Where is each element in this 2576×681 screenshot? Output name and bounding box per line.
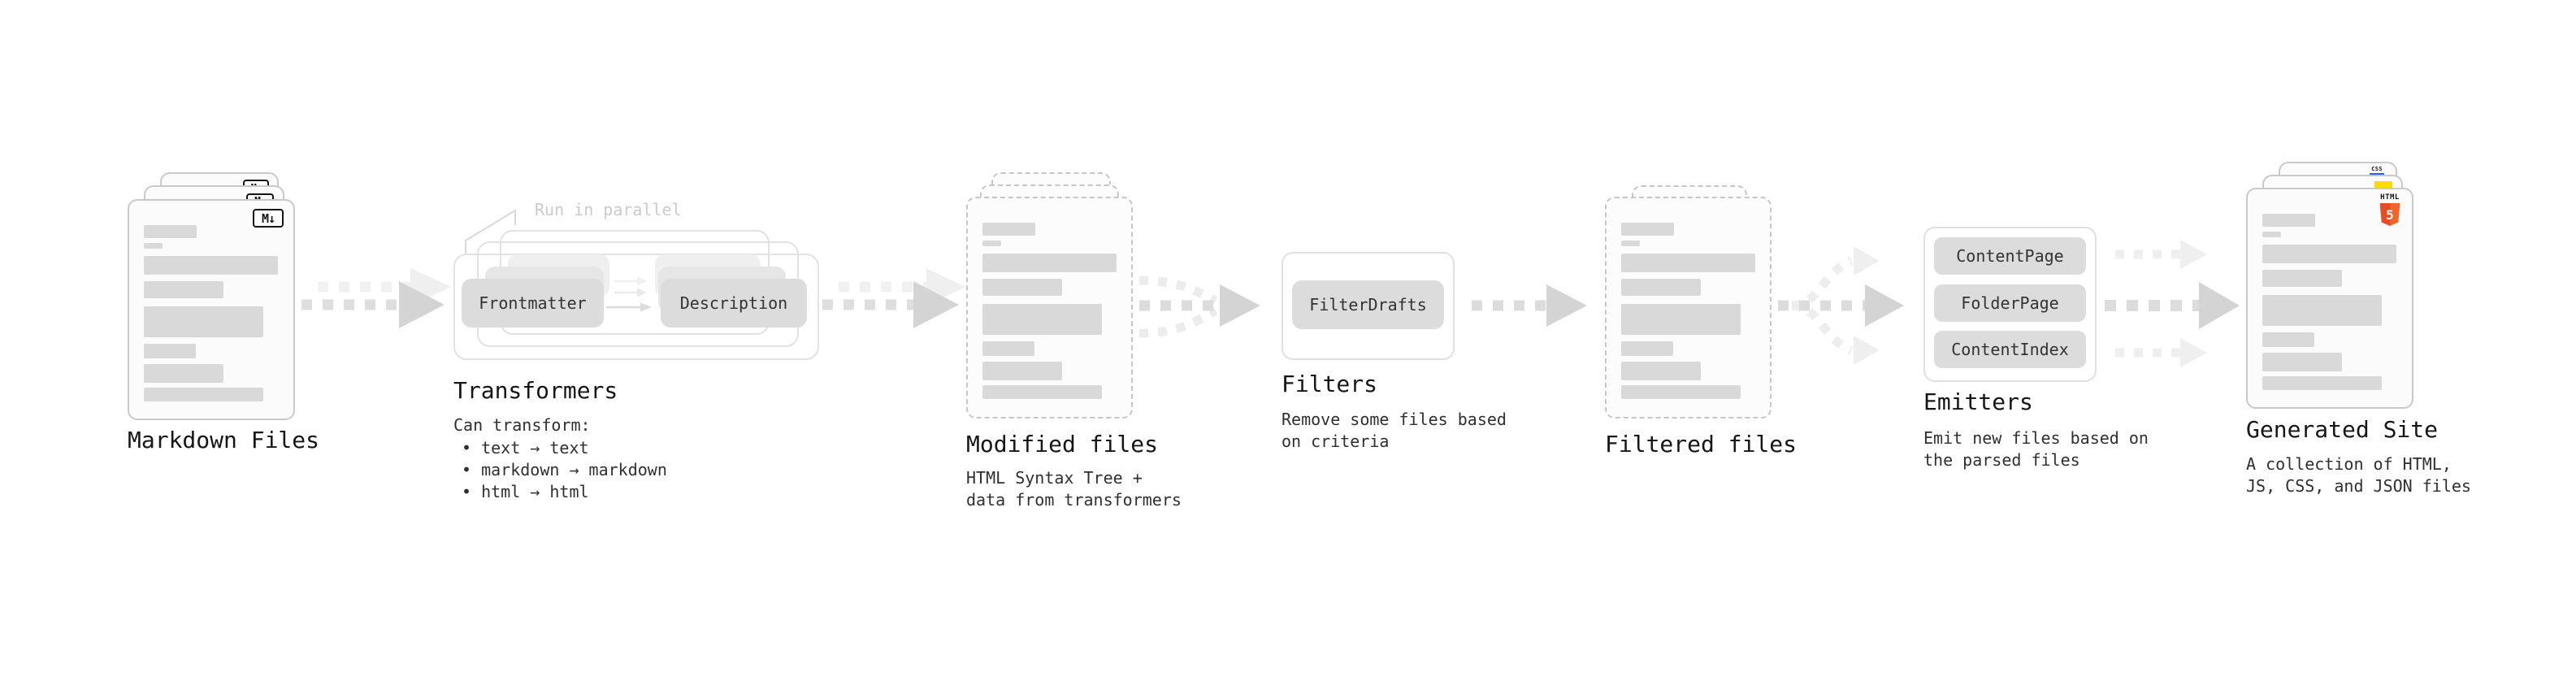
skeleton-line bbox=[1621, 341, 1673, 356]
skeleton-line bbox=[982, 241, 1001, 246]
transformers-bullet: • text → text bbox=[462, 438, 589, 458]
diverge-curve-bottom bbox=[1791, 301, 1854, 355]
arrow-filtered-to-emitters bbox=[1778, 246, 1904, 365]
filter-pill-filterdrafts: FilterDrafts bbox=[1292, 280, 1444, 329]
transformer-pill-frontmatter: Frontmatter bbox=[462, 279, 604, 327]
arrow-bottom bbox=[2115, 338, 2207, 367]
arrowhead bbox=[1854, 336, 1880, 365]
generated-site-subtitle: A collection of HTML, bbox=[2246, 454, 2452, 474]
arrowhead bbox=[399, 281, 445, 328]
skeleton-line bbox=[144, 256, 278, 275]
emitter-pill-contentindex: ContentIndex bbox=[1934, 331, 2086, 368]
skeleton-line bbox=[982, 254, 1117, 272]
stage-title-transformers: Transformers bbox=[453, 377, 618, 404]
arrowhead bbox=[1220, 284, 1260, 327]
arrow-emitters-to-site bbox=[2105, 240, 2240, 367]
skeleton-line bbox=[2262, 332, 2314, 347]
arrowhead bbox=[913, 281, 959, 328]
skeleton-line bbox=[2262, 214, 2315, 227]
filters-subtitle: Remove some files based bbox=[1281, 410, 1507, 429]
diverge-curve-top bbox=[1791, 256, 1854, 310]
parallel-note-leader-line bbox=[465, 209, 516, 254]
html5-icon: HTML 5 bbox=[2378, 194, 2402, 226]
skeleton-line bbox=[2262, 270, 2342, 287]
modified-document-front bbox=[966, 197, 1133, 419]
transformer-pill-description: Description bbox=[661, 279, 807, 327]
generated-site-subtitle: JS, CSS, and JSON files bbox=[2246, 476, 2471, 496]
markdown-document-front: M↓ bbox=[128, 199, 295, 420]
skeleton-line bbox=[1621, 223, 1674, 236]
stage-title-filters: Filters bbox=[1281, 371, 1378, 397]
skeleton-line bbox=[1621, 304, 1741, 335]
converge-curve-top bbox=[1138, 275, 1218, 305]
arrowhead bbox=[2180, 338, 2207, 367]
mini-arrow bbox=[614, 276, 647, 286]
html5-shield: 5 bbox=[2379, 203, 2400, 226]
skeleton-line bbox=[1621, 362, 1701, 380]
skeleton-line bbox=[982, 362, 1062, 380]
arrow-markdown-to-transformers bbox=[301, 268, 451, 328]
parallel-note: Run in parallel bbox=[535, 200, 682, 219]
parallel-mini-arrows bbox=[606, 276, 652, 312]
arrowhead bbox=[1865, 284, 1904, 327]
skeleton-line bbox=[982, 223, 1035, 236]
skeleton-line bbox=[1621, 254, 1755, 272]
skeleton-line bbox=[2262, 245, 2396, 263]
stage-title-markdown-files: Markdown Files bbox=[128, 427, 320, 453]
skeleton-line bbox=[2262, 376, 2382, 390]
skeleton-line bbox=[144, 306, 263, 337]
arrow-modified-to-filters bbox=[1138, 275, 1260, 338]
skeleton-line bbox=[2262, 232, 2281, 237]
arrow-transformers-to-modified bbox=[822, 268, 965, 328]
skeleton-line bbox=[1621, 279, 1701, 296]
arrowhead bbox=[1854, 246, 1880, 275]
emitters-subtitle: the parsed files bbox=[1923, 450, 2080, 470]
arrow-layer-front bbox=[301, 281, 445, 328]
transformers-outline-front bbox=[453, 254, 819, 360]
transformers-bullet: • html → html bbox=[462, 482, 589, 501]
stage-title-filtered-files: Filtered files bbox=[1605, 431, 1798, 458]
skeleton-line bbox=[982, 304, 1102, 335]
skeleton-line bbox=[144, 243, 163, 249]
arrow-top bbox=[2115, 240, 2207, 269]
skeleton-line bbox=[144, 344, 196, 358]
modified-files-subtitle: HTML Syntax Tree + bbox=[966, 468, 1143, 488]
stage-title-emitters: Emitters bbox=[1923, 388, 2033, 415]
skeleton-line bbox=[2262, 295, 2382, 326]
markdown-icon: M↓ bbox=[253, 209, 284, 228]
site-document-html: HTML 5 bbox=[2246, 188, 2413, 409]
emitters-subtitle: Emit new files based on bbox=[1923, 428, 2149, 448]
stage-title-modified-files: Modified files bbox=[966, 431, 1159, 458]
arrow-layer-front bbox=[822, 281, 959, 328]
skeleton-line bbox=[982, 341, 1034, 356]
arrow-middle bbox=[2105, 282, 2240, 329]
skeleton-line bbox=[144, 281, 223, 298]
skeleton-line bbox=[982, 385, 1102, 399]
filtered-document-front bbox=[1605, 197, 1772, 419]
javascript-icon bbox=[2374, 181, 2392, 190]
emitter-pill-folderpage: FolderPage bbox=[1934, 284, 2086, 322]
skeleton-line bbox=[144, 364, 223, 383]
arrow-filters-to-filtered bbox=[1472, 284, 1587, 327]
skeleton-line bbox=[2262, 353, 2342, 371]
emitter-pill-contentpage: ContentPage bbox=[1934, 237, 2086, 275]
mini-arrow bbox=[614, 288, 647, 297]
arrowhead bbox=[1546, 284, 1587, 327]
converge-curve-bottom bbox=[1138, 306, 1218, 338]
modified-files-subtitle: data from transformers bbox=[966, 490, 1182, 510]
arrowhead bbox=[2180, 240, 2207, 269]
transformers-subtitle: Can transform: bbox=[453, 415, 591, 435]
skeleton-line bbox=[1621, 241, 1640, 246]
transformers-bullet: • markdown → markdown bbox=[462, 460, 667, 479]
stage-title-generated-site: Generated Site bbox=[2246, 416, 2439, 443]
skeleton-line bbox=[1621, 385, 1741, 399]
arrowhead bbox=[2199, 282, 2240, 329]
mini-arrow bbox=[606, 302, 652, 312]
skeleton-line bbox=[982, 279, 1062, 296]
skeleton-line bbox=[144, 388, 263, 401]
filters-subtitle: on criteria bbox=[1281, 432, 1390, 451]
skeleton-line bbox=[144, 225, 197, 238]
